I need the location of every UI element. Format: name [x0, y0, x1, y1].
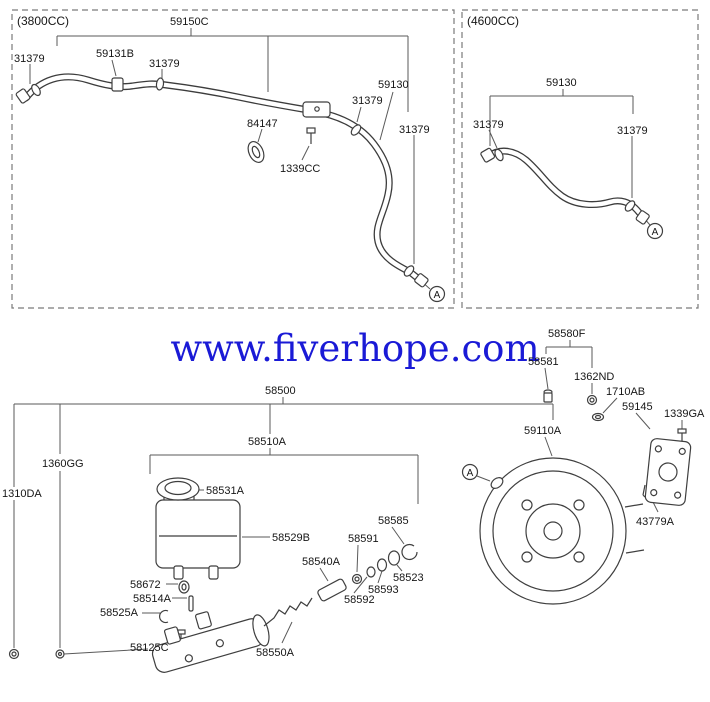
view-marker-a-3800: A	[428, 285, 446, 303]
part-label-58500: 58500	[265, 385, 296, 397]
master-cylinder-body-drawing	[151, 611, 270, 673]
part-label-1339ga: 1339GA	[664, 408, 705, 420]
part-label-58593: 58593	[368, 584, 399, 596]
vacuum-hose-4600-drawing	[480, 147, 650, 225]
watermark-text: www.fiverhope.com	[170, 327, 539, 370]
junction-hole-icon	[314, 106, 320, 112]
reservoir-cap-drawing	[156, 477, 200, 501]
part-label-59130: 59130	[378, 79, 409, 91]
washer-1310da-icon	[8, 648, 20, 660]
part-label-1362nd: 1362ND	[574, 371, 614, 383]
part-label-43779a: 43779A	[636, 516, 675, 528]
bolt-1339cc-icon	[306, 127, 316, 144]
ring-58592-icon	[366, 566, 376, 578]
booster-drawing	[479, 457, 645, 605]
part-label-58510a: 58510A	[248, 436, 287, 448]
reservoir-drawing	[155, 492, 241, 580]
part-label-1310da: 1310DA	[2, 488, 42, 500]
hose-end-connector-icon	[15, 88, 31, 104]
pin-58581-icon	[543, 389, 553, 403]
ring-58523-icon	[387, 550, 401, 566]
gasket-59145-drawing	[644, 438, 692, 506]
hose-bracket-icon	[111, 77, 124, 92]
clamp-icon	[155, 77, 165, 91]
part-label-58585: 58585	[378, 515, 409, 527]
clip-58525a-icon	[159, 609, 169, 624]
section-4600cc-border	[461, 9, 699, 309]
svg-text:A: A	[652, 227, 659, 238]
section-3800cc: (3800CC) 59150C 313	[11, 9, 455, 309]
part-label-1360gg: 1360GG	[42, 458, 84, 470]
piston-assembly-drawing	[263, 543, 418, 627]
part-label-58672: 58672	[130, 579, 161, 591]
part-label-1710ab: 1710AB	[606, 386, 645, 398]
snap-ring-58585-icon	[401, 543, 418, 561]
part-label-58523: 58523	[393, 572, 424, 584]
part-label-31379-b: 31379	[149, 58, 180, 70]
ring-58593-icon	[376, 558, 388, 572]
part-label-58591: 58591	[348, 533, 379, 545]
pin-58514a-icon	[188, 595, 194, 612]
part-label-59131b: 59131B	[96, 48, 134, 60]
part-label-58580f: 58580F	[548, 328, 586, 340]
bolt-1360gg-icon	[55, 649, 65, 659]
oring-58591-icon	[351, 573, 363, 585]
part-label-59150c: 59150C	[170, 16, 209, 28]
section-3800cc-title: (3800CC)	[17, 14, 69, 28]
part-label-59130-4600: 59130	[546, 77, 577, 89]
part-label-58525a: 58525A	[100, 607, 139, 619]
clamp-icon	[403, 265, 415, 277]
vacuum-hose-3800-drawing	[15, 73, 429, 288]
part-label-58581: 58581	[528, 356, 559, 368]
bracket-lines-59150c	[56, 28, 409, 112]
view-marker-a-main: A	[461, 463, 479, 481]
part-label-31379-c: 31379	[352, 95, 383, 107]
part-label-58125c: 58125C	[130, 642, 169, 654]
grommet-84147-icon	[247, 141, 265, 163]
section-3800cc-border	[11, 9, 455, 309]
part-label-58592: 58592	[344, 594, 375, 606]
main-assembly-section: A	[0, 328, 705, 673]
part-label-84147: 84147	[247, 118, 278, 130]
piston-58540a-icon	[317, 578, 347, 602]
part-label-58531a: 58531A	[206, 485, 245, 497]
hose-end-connector-icon	[414, 273, 429, 288]
part-label-58529b: 58529B	[272, 532, 310, 544]
section-4600cc-title: (4600CC)	[467, 14, 519, 28]
part-label-31379-a: 31379	[14, 53, 45, 65]
clamp-icon	[494, 148, 504, 162]
part-label-1339cc: 1339CC	[280, 163, 320, 175]
part-label-59110a: 59110A	[524, 425, 562, 437]
clamp-icon	[31, 83, 41, 97]
bracket-lines-58580f	[545, 340, 593, 368]
part-label-31379-d: 31379	[399, 124, 430, 136]
part-label-58550a: 58550A	[256, 647, 295, 659]
part-label-59145: 59145	[622, 401, 653, 413]
part-label-31379-left: 31379	[473, 119, 504, 131]
svg-text:A: A	[434, 290, 441, 301]
grommet-58672-icon	[178, 580, 190, 594]
bracket-lines-58500	[13, 397, 554, 648]
bracket-lines-59130	[489, 89, 634, 146]
clamp-icon	[624, 200, 636, 212]
nut-1362nd-icon	[586, 394, 598, 406]
hose-end-connector-icon	[635, 210, 650, 225]
clamp-icon	[350, 124, 362, 136]
check-valve-port-icon	[490, 477, 504, 489]
part-label-58514a: 58514A	[133, 593, 172, 605]
hose-end-connector-icon	[480, 147, 496, 163]
view-marker-a-4600: A	[646, 222, 664, 240]
spring-58550a-icon	[263, 597, 313, 627]
washer-1710ab-icon	[591, 412, 605, 422]
mounting-studs-icon	[624, 503, 645, 554]
part-label-31379-right: 31379	[617, 125, 648, 137]
part-label-58540a: 58540A	[302, 556, 341, 568]
bracket-lines-58510a	[149, 448, 419, 504]
section-4600cc: (4600CC) 59130 31379 31379 A	[461, 9, 699, 309]
svg-text:A: A	[467, 468, 474, 479]
label-backing	[0, 487, 47, 500]
